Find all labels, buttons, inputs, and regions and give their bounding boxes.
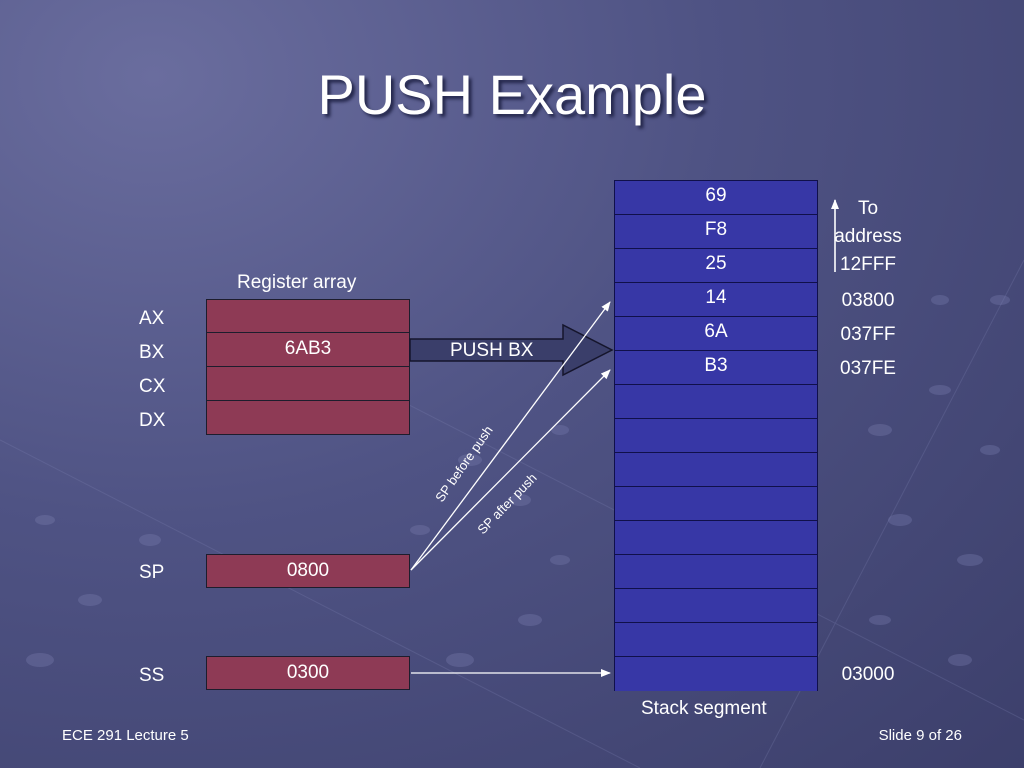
stack-cell	[615, 487, 817, 521]
stack-cell: F8	[615, 215, 817, 249]
sp-after-push-arrow	[410, 369, 611, 571]
register-cx	[206, 367, 410, 401]
push-bx-label: PUSH BX	[450, 340, 534, 361]
stack-cell	[615, 555, 817, 589]
stack-cell: 6A	[615, 317, 817, 351]
address-label: 037FE	[840, 358, 896, 379]
register-dx	[206, 401, 410, 435]
register-label-bx: BX	[139, 342, 165, 363]
sp-before-push-arrow	[410, 301, 611, 571]
stack-segment-caption: Stack segment	[641, 698, 767, 719]
stack-cell	[615, 453, 817, 487]
direction-note-line: 12FFF	[840, 254, 896, 275]
footer-lecture: ECE 291 Lecture 5	[62, 727, 189, 744]
stack-cell	[615, 657, 817, 691]
stack-cell	[615, 623, 817, 657]
register-label-sp: SP	[139, 562, 165, 583]
register-array-heading: Register array	[237, 272, 357, 293]
sp-after-push-label: SP after push	[474, 470, 539, 537]
register-bx: 6AB3	[206, 333, 410, 367]
stack-cell	[615, 419, 817, 453]
stack-cell	[615, 385, 817, 419]
slide-title: PUSH Example	[317, 63, 707, 126]
stack-cell: 14	[615, 283, 817, 317]
stack-cell	[615, 521, 817, 555]
direction-note-line: To	[857, 198, 879, 219]
stack-segment: 69 F8 25 14 6A B3	[614, 180, 818, 691]
sp-before-push-label: SP before push	[432, 423, 496, 505]
stack-cell: 69	[615, 181, 817, 215]
direction-note: To address 12FFF	[822, 195, 914, 279]
register-label-dx: DX	[139, 410, 166, 431]
stack-cell	[615, 589, 817, 623]
address-label: 037FF	[840, 324, 896, 345]
stack-cell: 25	[615, 249, 817, 283]
register-ss: 0300	[206, 656, 410, 690]
register-label-ax: AX	[139, 308, 165, 329]
address-label: 03800	[841, 290, 895, 311]
stack-cell: B3	[615, 351, 817, 385]
register-ax	[206, 299, 410, 333]
address-label: 03000	[841, 664, 895, 685]
footer-slide-number: Slide 9 of 26	[878, 727, 962, 744]
direction-note-line: address	[834, 226, 902, 247]
register-label-cx: CX	[139, 376, 166, 397]
register-label-ss: SS	[139, 665, 165, 686]
register-sp: 0800	[206, 554, 410, 588]
push-bx-arrow	[409, 323, 614, 377]
